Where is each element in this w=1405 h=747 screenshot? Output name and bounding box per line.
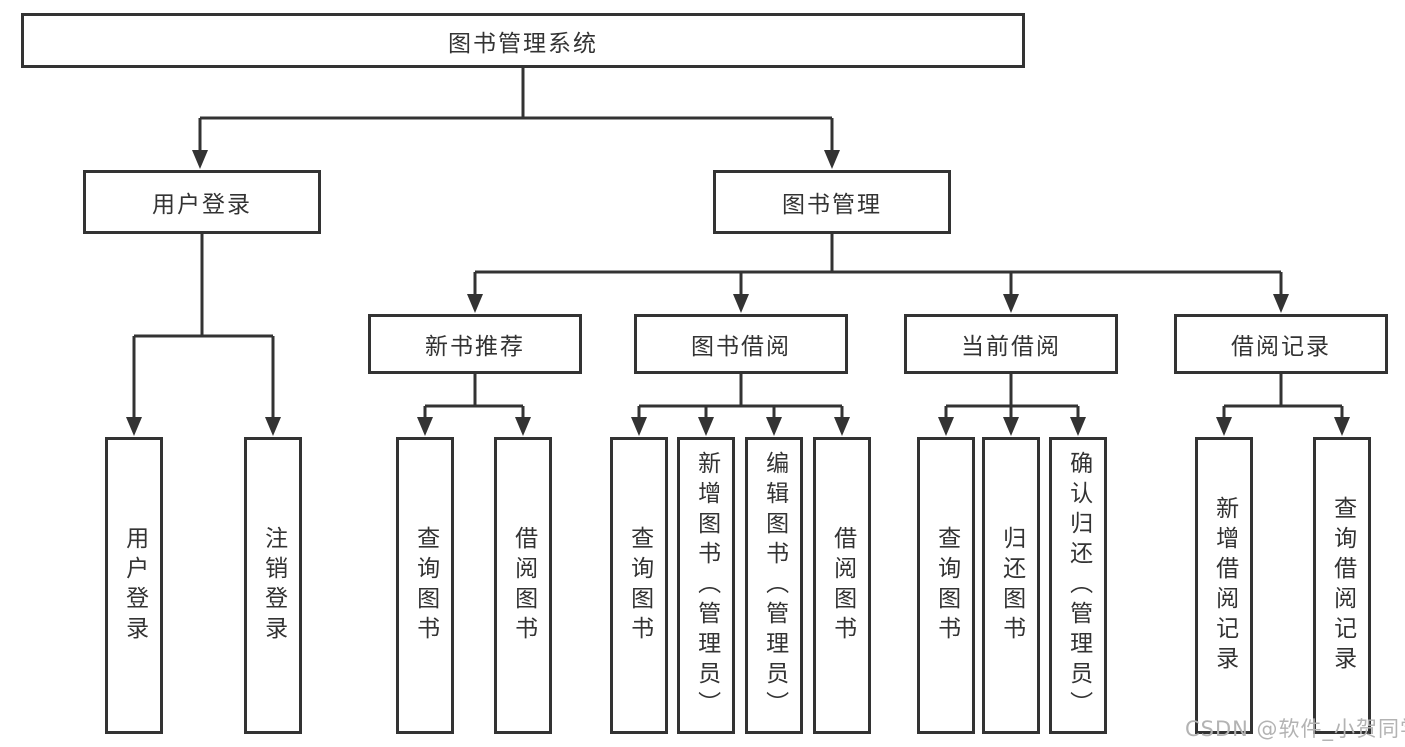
arrow-down-icon xyxy=(1334,417,1350,436)
node-user-login: 用户登录 xyxy=(83,170,321,234)
node-add-books-admin: 新增图书（管理员） xyxy=(677,437,735,734)
arrow-down-icon xyxy=(192,150,208,169)
node-label: 用户登录 xyxy=(121,525,148,646)
node-query-books-borrow: 查询图书 xyxy=(610,437,668,734)
arrow-down-icon xyxy=(467,294,483,313)
node-current-borrowing: 当前借阅 xyxy=(904,314,1118,374)
arrow-down-icon xyxy=(631,417,647,436)
arrow-down-icon xyxy=(834,417,850,436)
node-label: 确认归还（管理员） xyxy=(1065,450,1092,721)
node-label: 借阅图书 xyxy=(510,525,537,646)
node-borrow-books-recommend: 借阅图书 xyxy=(494,437,552,734)
arrow-down-icon xyxy=(1070,417,1086,436)
arrow-down-icon xyxy=(126,417,142,436)
arrow-down-icon xyxy=(1003,417,1019,436)
arrow-down-icon xyxy=(1216,417,1232,436)
node-query-books-recommend: 查询图书 xyxy=(396,437,454,734)
node-label: 归还图书 xyxy=(998,525,1025,646)
watermark: CSDN @软件_小贺同学 xyxy=(1185,717,1405,741)
node-new-book-recommendation: 新书推荐 xyxy=(368,314,582,374)
node-return-books: 归还图书 xyxy=(982,437,1040,734)
node-borrowing-records: 借阅记录 xyxy=(1174,314,1388,374)
node-edit-books-admin: 编辑图书（管理员） xyxy=(745,437,803,734)
arrow-down-icon xyxy=(417,417,433,436)
node-query-books-current: 查询图书 xyxy=(917,437,975,734)
node-library-management-system: 图书管理系统 xyxy=(21,13,1025,68)
arrow-down-icon xyxy=(265,417,281,436)
arrow-down-icon xyxy=(1003,294,1019,313)
arrow-down-icon xyxy=(515,417,531,436)
arrow-down-icon xyxy=(698,417,714,436)
node-label: 查询借阅记录 xyxy=(1329,495,1356,676)
node-add-borrow-record: 新增借阅记录 xyxy=(1195,437,1253,734)
node-borrow-books: 借阅图书 xyxy=(813,437,871,734)
node-query-borrow-record: 查询借阅记录 xyxy=(1313,437,1371,734)
node-confirm-return-admin: 确认归还（管理员） xyxy=(1049,437,1107,734)
node-label: 新增图书（管理员） xyxy=(693,450,720,721)
node-logout-leaf: 注销登录 xyxy=(244,437,302,734)
arrow-down-icon xyxy=(733,294,749,313)
node-label: 编辑图书（管理员） xyxy=(761,450,788,721)
node-label: 新增借阅记录 xyxy=(1211,495,1238,676)
node-book-borrowing: 图书借阅 xyxy=(634,314,848,374)
node-label: 借阅图书 xyxy=(829,525,856,646)
arrow-down-icon xyxy=(766,417,782,436)
node-user-login-leaf: 用户登录 xyxy=(105,437,163,734)
node-label: 注销登录 xyxy=(260,525,287,646)
arrow-down-icon xyxy=(824,150,840,169)
node-book-management: 图书管理 xyxy=(713,170,951,234)
node-label: 查询图书 xyxy=(412,525,439,646)
node-label: 查询图书 xyxy=(626,525,653,646)
arrow-down-icon xyxy=(938,417,954,436)
arrow-down-icon xyxy=(1273,294,1289,313)
node-label: 查询图书 xyxy=(933,525,960,646)
